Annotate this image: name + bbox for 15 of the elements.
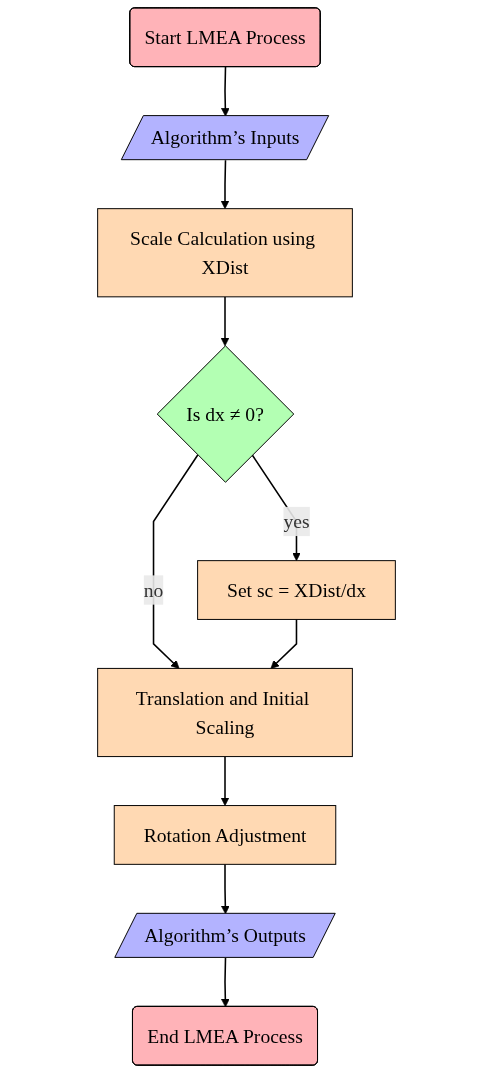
arrow (270, 618, 298, 669)
arrow (152, 454, 199, 669)
node-box: Set sc = XDist/dx (197, 560, 396, 620)
node-box: Translation and Initial Scaling (97, 667, 353, 758)
arrow (221, 66, 230, 117)
edge-label: yes (283, 510, 310, 533)
arrow (221, 957, 230, 1008)
arrow (220, 755, 230, 806)
node-box: Rotation Adjustment (113, 805, 337, 865)
arrow (220, 159, 230, 210)
arrow (221, 863, 230, 915)
node-box: Scale Calculation using XDist (97, 208, 353, 298)
arrow (220, 296, 230, 347)
node-diamond: Is dx ≠ 0? (156, 345, 295, 483)
edge-label: no (143, 579, 164, 601)
